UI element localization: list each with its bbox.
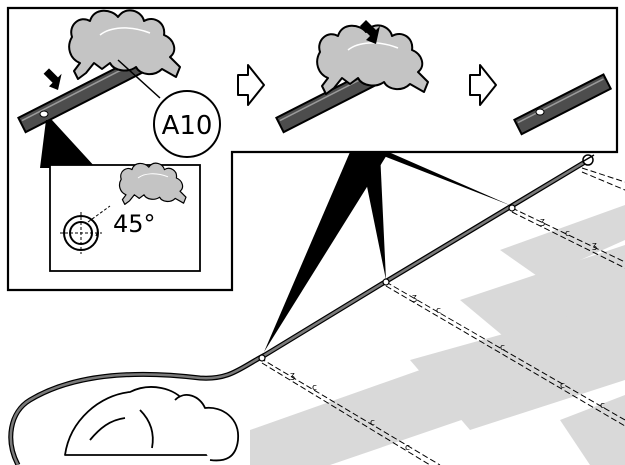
- step-2: [275, 20, 429, 134]
- svg-text:c: c: [312, 383, 317, 393]
- planting-beds: [250, 205, 625, 465]
- svg-text:ʒ: ʒ: [592, 241, 597, 251]
- svg-text:ʒ: ʒ: [290, 371, 295, 381]
- callout-circle: [153, 90, 221, 158]
- svg-text:c: c: [500, 343, 505, 353]
- callout-label: A10: [162, 111, 213, 141]
- drip-fittings: ʒ c ʒ ʒ c c c ʒ c c c c: [290, 217, 605, 453]
- pointer-wedges: [264, 150, 512, 352]
- svg-text:c: c: [600, 401, 605, 411]
- svg-text:c: c: [436, 306, 441, 316]
- angle-label: 45°: [113, 210, 156, 238]
- bed-5: [560, 395, 625, 465]
- svg-text:c: c: [565, 229, 570, 239]
- svg-text:ʒ: ʒ: [540, 217, 545, 227]
- step-3: [513, 73, 613, 136]
- end-plug-icon: [581, 154, 595, 166]
- svg-text:c: c: [560, 381, 565, 391]
- svg-text:ʒ: ʒ: [412, 293, 417, 303]
- punched-hole: [535, 108, 545, 116]
- drip-lines: [259, 167, 625, 465]
- rock-icon: [64, 386, 239, 462]
- svg-text:c: c: [405, 443, 410, 453]
- step-1: A10: [17, 9, 221, 168]
- svg-text:c: c: [370, 418, 375, 428]
- bed-4: [250, 370, 520, 465]
- bed-1: [500, 205, 625, 278]
- detail-inset: 45°: [49, 162, 201, 272]
